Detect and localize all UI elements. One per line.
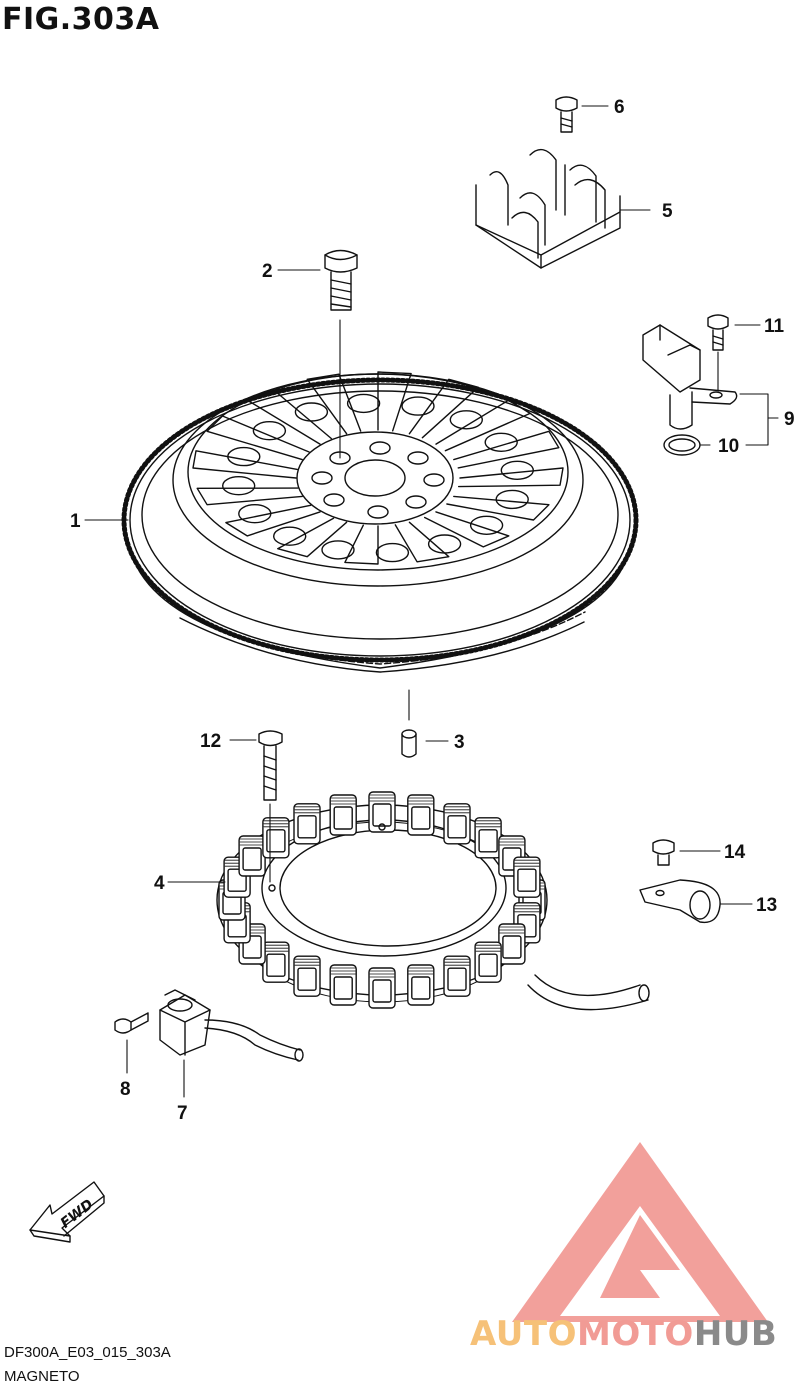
flywheel-window: [484, 432, 518, 452]
flywheel-blade: [192, 450, 298, 479]
callout-10: 10: [718, 436, 739, 457]
bolt-part-11: [707, 314, 729, 351]
flywheel-blade: [435, 399, 531, 452]
figure-title: FIG.303A: [2, 2, 160, 37]
screw-part-8: [114, 1012, 149, 1034]
flywheel-blade: [225, 504, 321, 537]
stator-coil: [443, 955, 471, 997]
watermark-moto: MOTO: [576, 1314, 694, 1354]
cable-clamp-part-13: [639, 879, 721, 924]
watermark-logo: [512, 1142, 768, 1322]
flywheel-window: [238, 504, 272, 524]
callout-6: 6: [614, 97, 625, 118]
flywheel-window: [401, 396, 435, 416]
callout-5: 5: [662, 201, 673, 222]
flywheel-part-1: [121, 371, 639, 673]
flywheel-window: [294, 402, 329, 422]
stator-coil: [368, 967, 396, 1009]
stator-coil: [474, 817, 502, 859]
stator-coil: [407, 794, 435, 836]
flywheel-window: [321, 540, 355, 560]
sensor-part-9: [642, 324, 738, 430]
flywheel-window: [469, 515, 504, 535]
flywheel-window: [273, 526, 307, 546]
callout-9: 9: [784, 409, 795, 430]
flywheel-blade: [377, 371, 412, 432]
flywheel-blade: [196, 487, 303, 506]
stator-coil: [368, 791, 396, 833]
callout-13: 13: [756, 895, 777, 916]
flywheel-blade: [206, 415, 310, 461]
callout-3: 3: [454, 732, 465, 753]
figure-code: DF300A_E03_015_303A: [4, 1344, 171, 1361]
flywheel-blade: [277, 517, 348, 558]
leader-lines: [84, 105, 779, 1098]
stator-coil: [474, 941, 502, 983]
stator-coil: [329, 794, 357, 836]
stator-part-4: [216, 791, 650, 1011]
flywheel-blade: [458, 467, 564, 488]
callout-1: 1: [70, 511, 81, 532]
o-ring-part-10: [663, 434, 701, 456]
callout-8: 8: [120, 1079, 131, 1100]
stator-coil: [443, 803, 471, 845]
stator-coil: [262, 941, 290, 983]
figure-caption: MAGNETO: [4, 1368, 80, 1385]
flywheel-bolt-part-2: [324, 249, 358, 311]
fwd-direction-arrow: [29, 1181, 105, 1243]
callout-4: 4: [154, 873, 165, 894]
flywheel-blade: [344, 524, 379, 565]
flywheel-window: [346, 393, 381, 414]
bolt-part-6: [555, 96, 578, 133]
bolt-part-14: [652, 839, 675, 866]
flywheel-blade: [424, 511, 510, 548]
callout-11: 11: [764, 316, 785, 337]
stator-coil: [293, 955, 321, 997]
flywheel-window: [375, 542, 410, 563]
stator-coil: [329, 964, 357, 1006]
flywheel-blade: [453, 430, 560, 469]
stator-coil: [407, 964, 435, 1006]
flywheel-blade: [446, 495, 550, 521]
stator-bolt-part-12: [258, 730, 283, 801]
flywheel-blade: [246, 388, 332, 445]
callout-14: 14: [724, 842, 746, 863]
watermark-auto: AUTO: [470, 1314, 577, 1354]
flywheel-window: [227, 446, 261, 467]
clamp-part-5: [475, 148, 621, 269]
dowel-pin-part-3: [401, 729, 417, 758]
stator-coil: [293, 803, 321, 845]
stator-coil: [262, 817, 290, 859]
flywheel-window: [221, 476, 256, 496]
callout-12: 12: [200, 731, 221, 752]
watermark-hub: HUB: [693, 1314, 778, 1354]
flywheel-blade: [408, 378, 479, 439]
stator-coil: [238, 835, 266, 877]
watermark-text: AUTOMOTOHUB: [470, 1314, 777, 1354]
callout-numbers: 1 2 3 4 5 6 7 8 9 10 11 12 13 14: [70, 97, 795, 1124]
stator-coil: [498, 923, 526, 965]
flywheel-blade: [306, 373, 362, 435]
callout-7: 7: [177, 1103, 188, 1124]
flywheel-window: [252, 421, 287, 441]
flywheel-window: [500, 460, 534, 480]
flywheel-blade: [394, 521, 450, 563]
stator-coil: [513, 856, 541, 898]
flywheel-window: [449, 410, 483, 430]
callout-2: 2: [262, 261, 273, 282]
pulser-coil-part-7: [159, 989, 304, 1062]
flywheel-window: [495, 489, 529, 510]
